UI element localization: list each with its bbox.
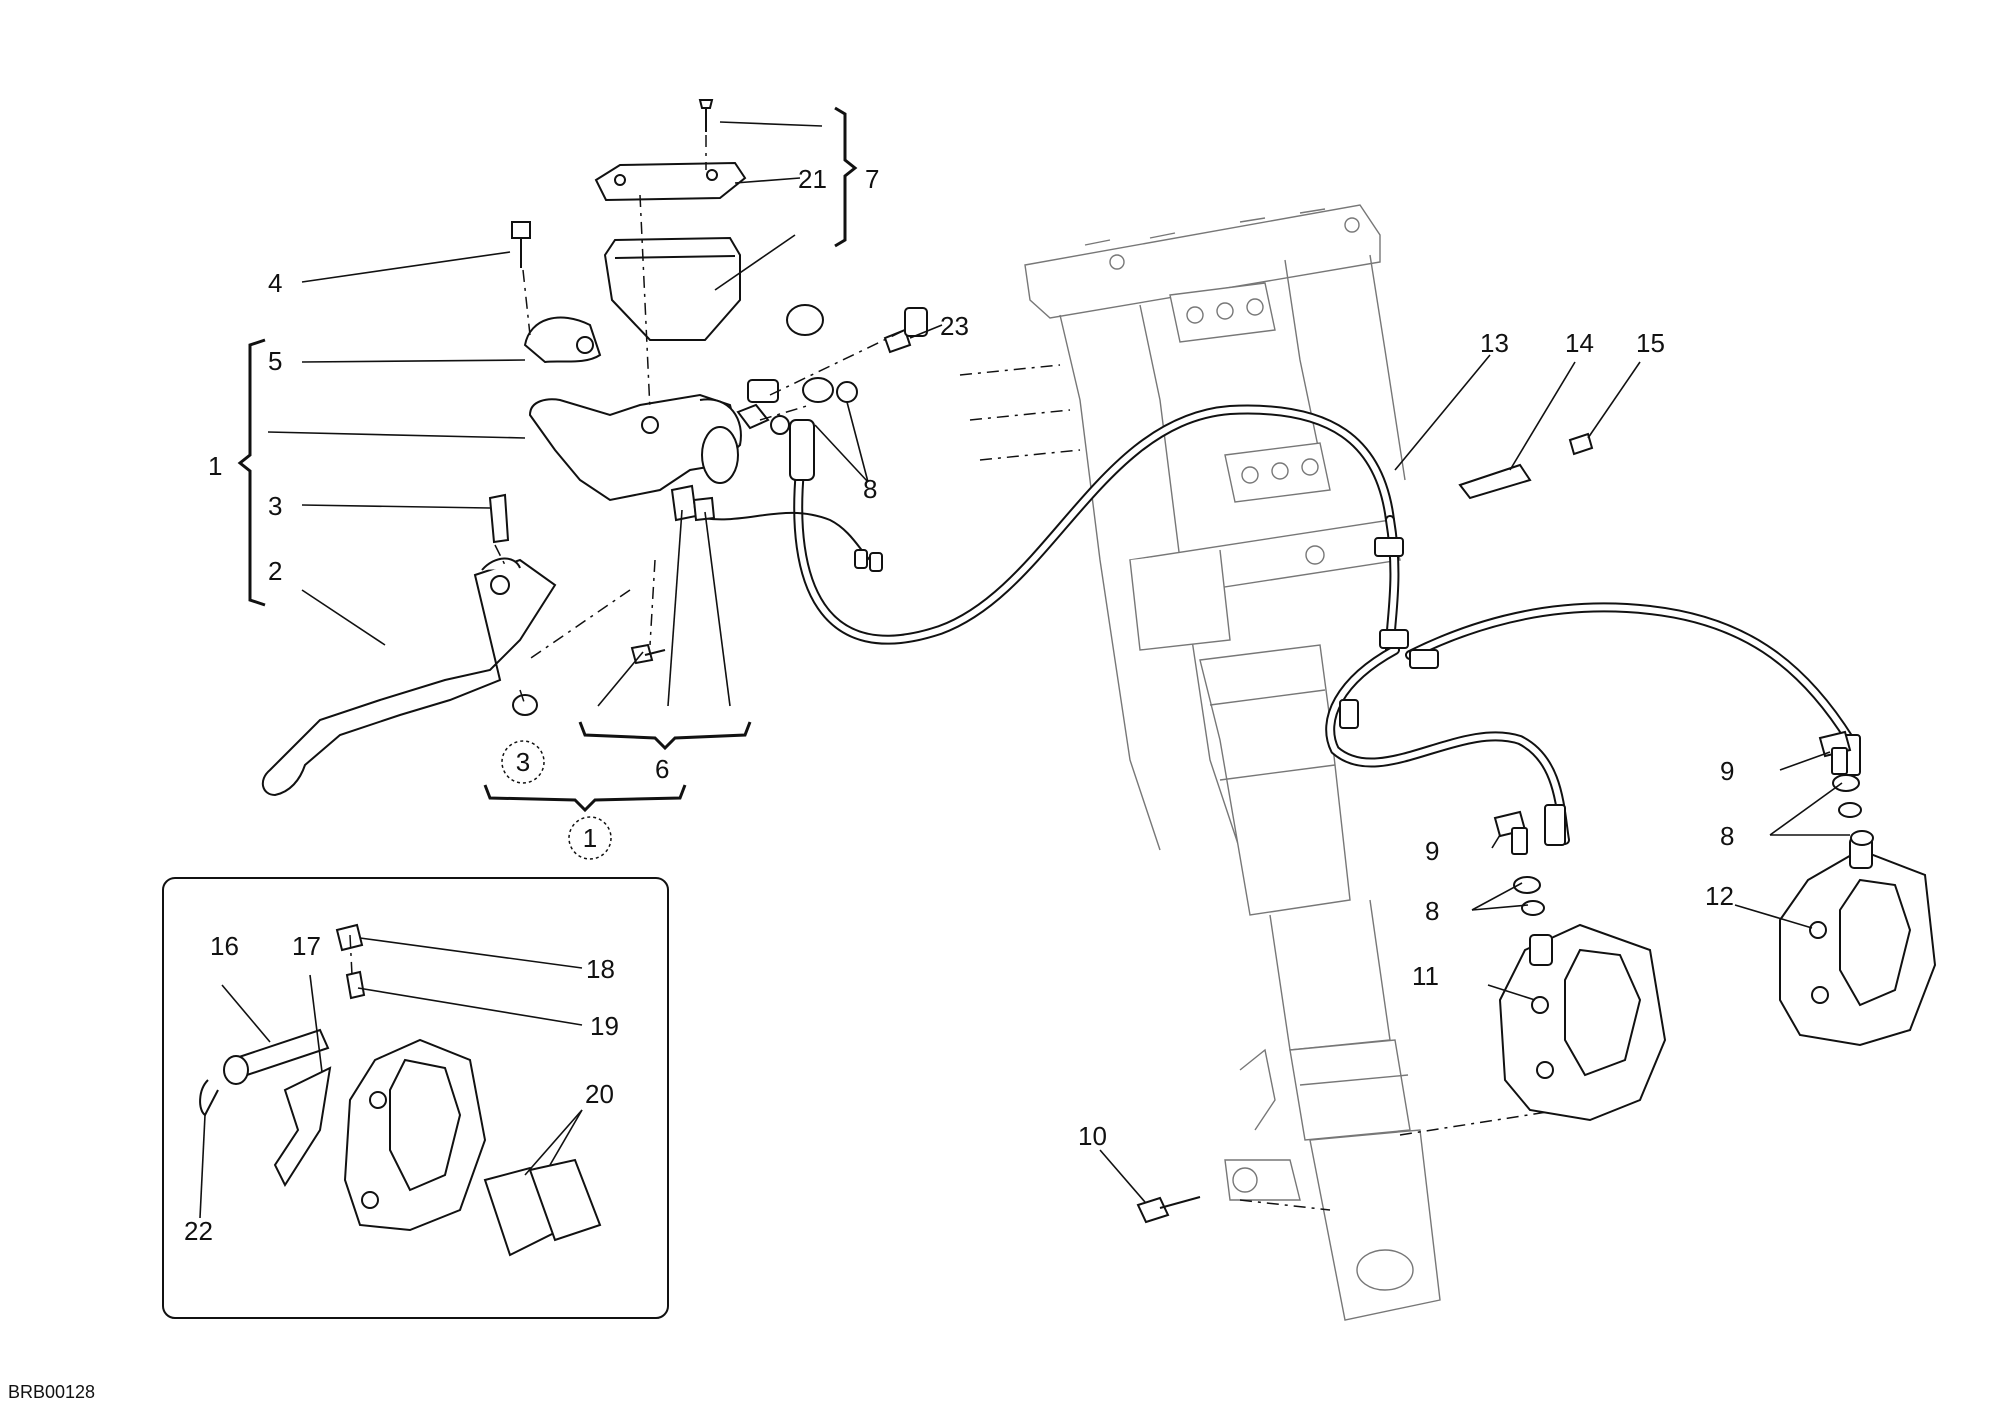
callout-labels: 1 2 3 4 5 6 7 8 8 8 9 9 10 11 12 13 14 1… [184,164,1734,1246]
callout-11: 11 [1412,961,1439,991]
callout-9a: 9 [1425,836,1439,866]
callout-13: 13 [1480,328,1509,358]
callout-5: 5 [268,346,282,376]
callout-21: 21 [798,164,827,194]
kit-callouts: 3 1 [501,740,612,860]
callout-16: 16 [210,931,239,961]
callout-3: 3 [268,491,282,521]
callout-9b: 9 [1720,756,1734,786]
callout-leaders [199,121,1850,1219]
callout-18: 18 [586,954,615,984]
callout-10: 10 [1078,1121,1107,1151]
caliper-bolts-washers [1136,432,1874,1224]
callout-7: 7 [865,164,879,194]
callout-4: 4 [268,268,282,298]
callout-17: 17 [292,931,321,961]
callout-19: 19 [590,1011,619,1041]
kit-callout-1: 1 [583,823,597,853]
callout-12: 12 [1705,881,1734,911]
callout-20: 20 [585,1079,614,1109]
callout-14: 14 [1565,328,1594,358]
assembly-center-lines [349,135,906,976]
kit-callout-3: 3 [516,747,530,777]
banjo-bolt-set [736,304,928,435]
drawing-code: BRB00128 [8,1382,95,1402]
group-braces [237,106,858,813]
callout-22: 22 [184,1216,213,1246]
callout-8c: 8 [1720,821,1734,851]
callout-8b: 8 [1425,896,1439,926]
master-cylinder-assembly [261,99,747,797]
callout-2: 2 [268,556,282,586]
callout-6: 6 [655,754,669,784]
front-fork-outline [959,204,1561,1321]
callout-15: 15 [1636,328,1665,358]
caliper-12 [1779,837,1937,1047]
caliper-11 [1498,923,1667,1122]
callout-1: 1 [208,451,222,481]
caliper-detail-inset [162,877,669,1319]
callout-23: 23 [940,311,969,341]
callout-8a: 8 [863,474,877,504]
